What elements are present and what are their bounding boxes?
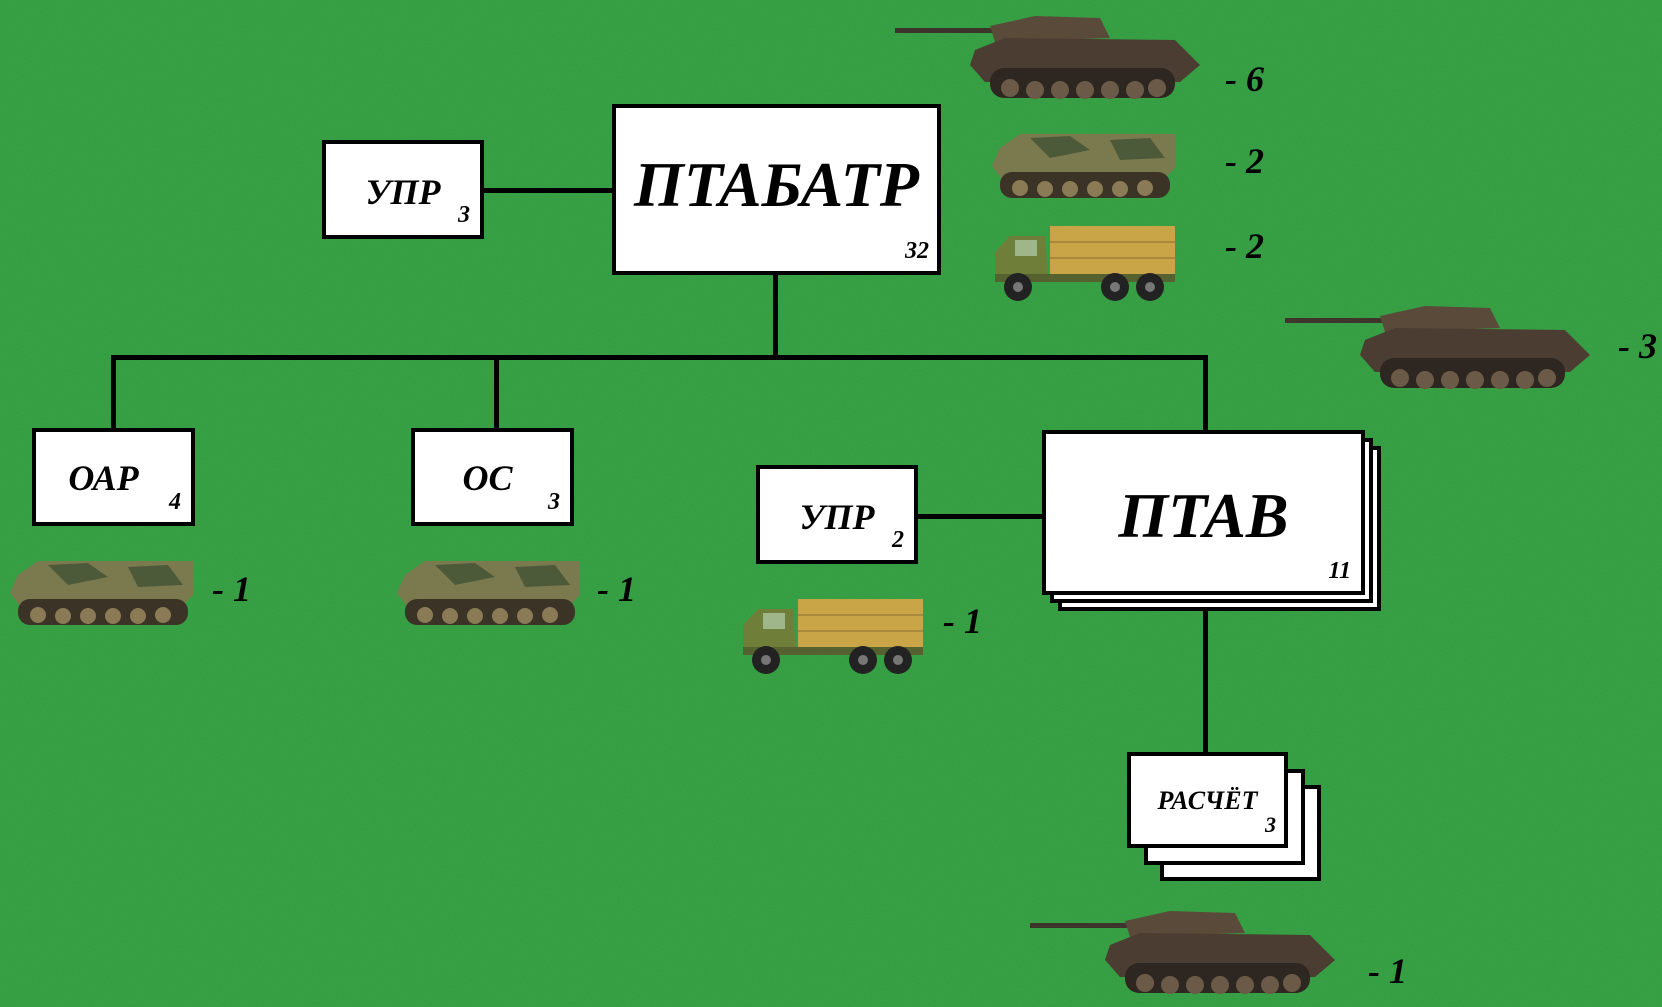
vehicle-count-os-apc: - 1 — [597, 569, 636, 609]
connector-ptav-crew — [1203, 610, 1208, 754]
vehicle-count-root-tank: - 6 — [1225, 59, 1264, 99]
connector-hq-root — [480, 188, 615, 193]
node-ptav-label: ПТАВ — [1118, 480, 1289, 551]
apc-icon — [992, 134, 1175, 198]
vehicle-count-ptav-hq-truck: - 1 — [943, 601, 982, 641]
truck-icon — [995, 226, 1175, 301]
node-ptav: ПТАВ 11 — [1042, 430, 1365, 595]
node-crew-count: 3 — [1265, 812, 1276, 837]
connector-bus-oar — [111, 355, 116, 430]
connector-horizontal-bus — [111, 355, 1208, 360]
vehicle-count-oar-apc: - 1 — [212, 569, 251, 609]
node-ptabatr: ПТАБАТР 32 — [612, 104, 941, 275]
node-upr-ptav: УПР 2 — [756, 465, 918, 564]
node-ptabatr-label: ПТАБАТР — [634, 149, 919, 220]
node-os-count: 3 — [548, 489, 560, 515]
node-crew: РАСЧЁТ 3 — [1127, 752, 1288, 848]
node-ptav-count: 11 — [1328, 558, 1351, 584]
vehicle-count-root-truck: - 2 — [1225, 226, 1264, 266]
node-crew-label: РАСЧЁТ — [1157, 786, 1258, 815]
connector-ptavhq-ptav — [918, 514, 1042, 519]
node-oar-count: 4 — [169, 489, 181, 515]
tank-icon — [895, 16, 1200, 99]
tank-icon — [1030, 911, 1335, 994]
connector-bus-os — [494, 355, 499, 430]
node-oar-label: ОАР — [68, 458, 139, 498]
node-os-label: ОС — [462, 458, 513, 498]
node-oar: ОАР 4 — [32, 428, 195, 526]
truck-icon — [743, 599, 923, 674]
node-upr-hq: УПР 3 — [322, 140, 484, 239]
connector-bus-ptav — [1203, 355, 1208, 430]
node-upr-hq-count: 3 — [458, 202, 470, 228]
node-upr-ptav-label: УПР — [799, 497, 875, 537]
tank-icon — [1285, 306, 1590, 389]
apc-icon — [10, 561, 193, 625]
node-os: ОС 3 — [411, 428, 574, 526]
node-upr-hq-label: УПР — [365, 172, 441, 212]
connector-root-down — [773, 272, 778, 357]
node-ptabatr-count: 32 — [905, 238, 929, 264]
vehicle-count-ptav-tank: - 3 — [1618, 326, 1657, 366]
node-upr-ptav-count: 2 — [892, 527, 904, 553]
apc-icon — [397, 561, 580, 625]
vehicle-count-crew-tank: - 1 — [1368, 951, 1407, 991]
vehicle-count-root-apc: - 2 — [1225, 141, 1264, 181]
